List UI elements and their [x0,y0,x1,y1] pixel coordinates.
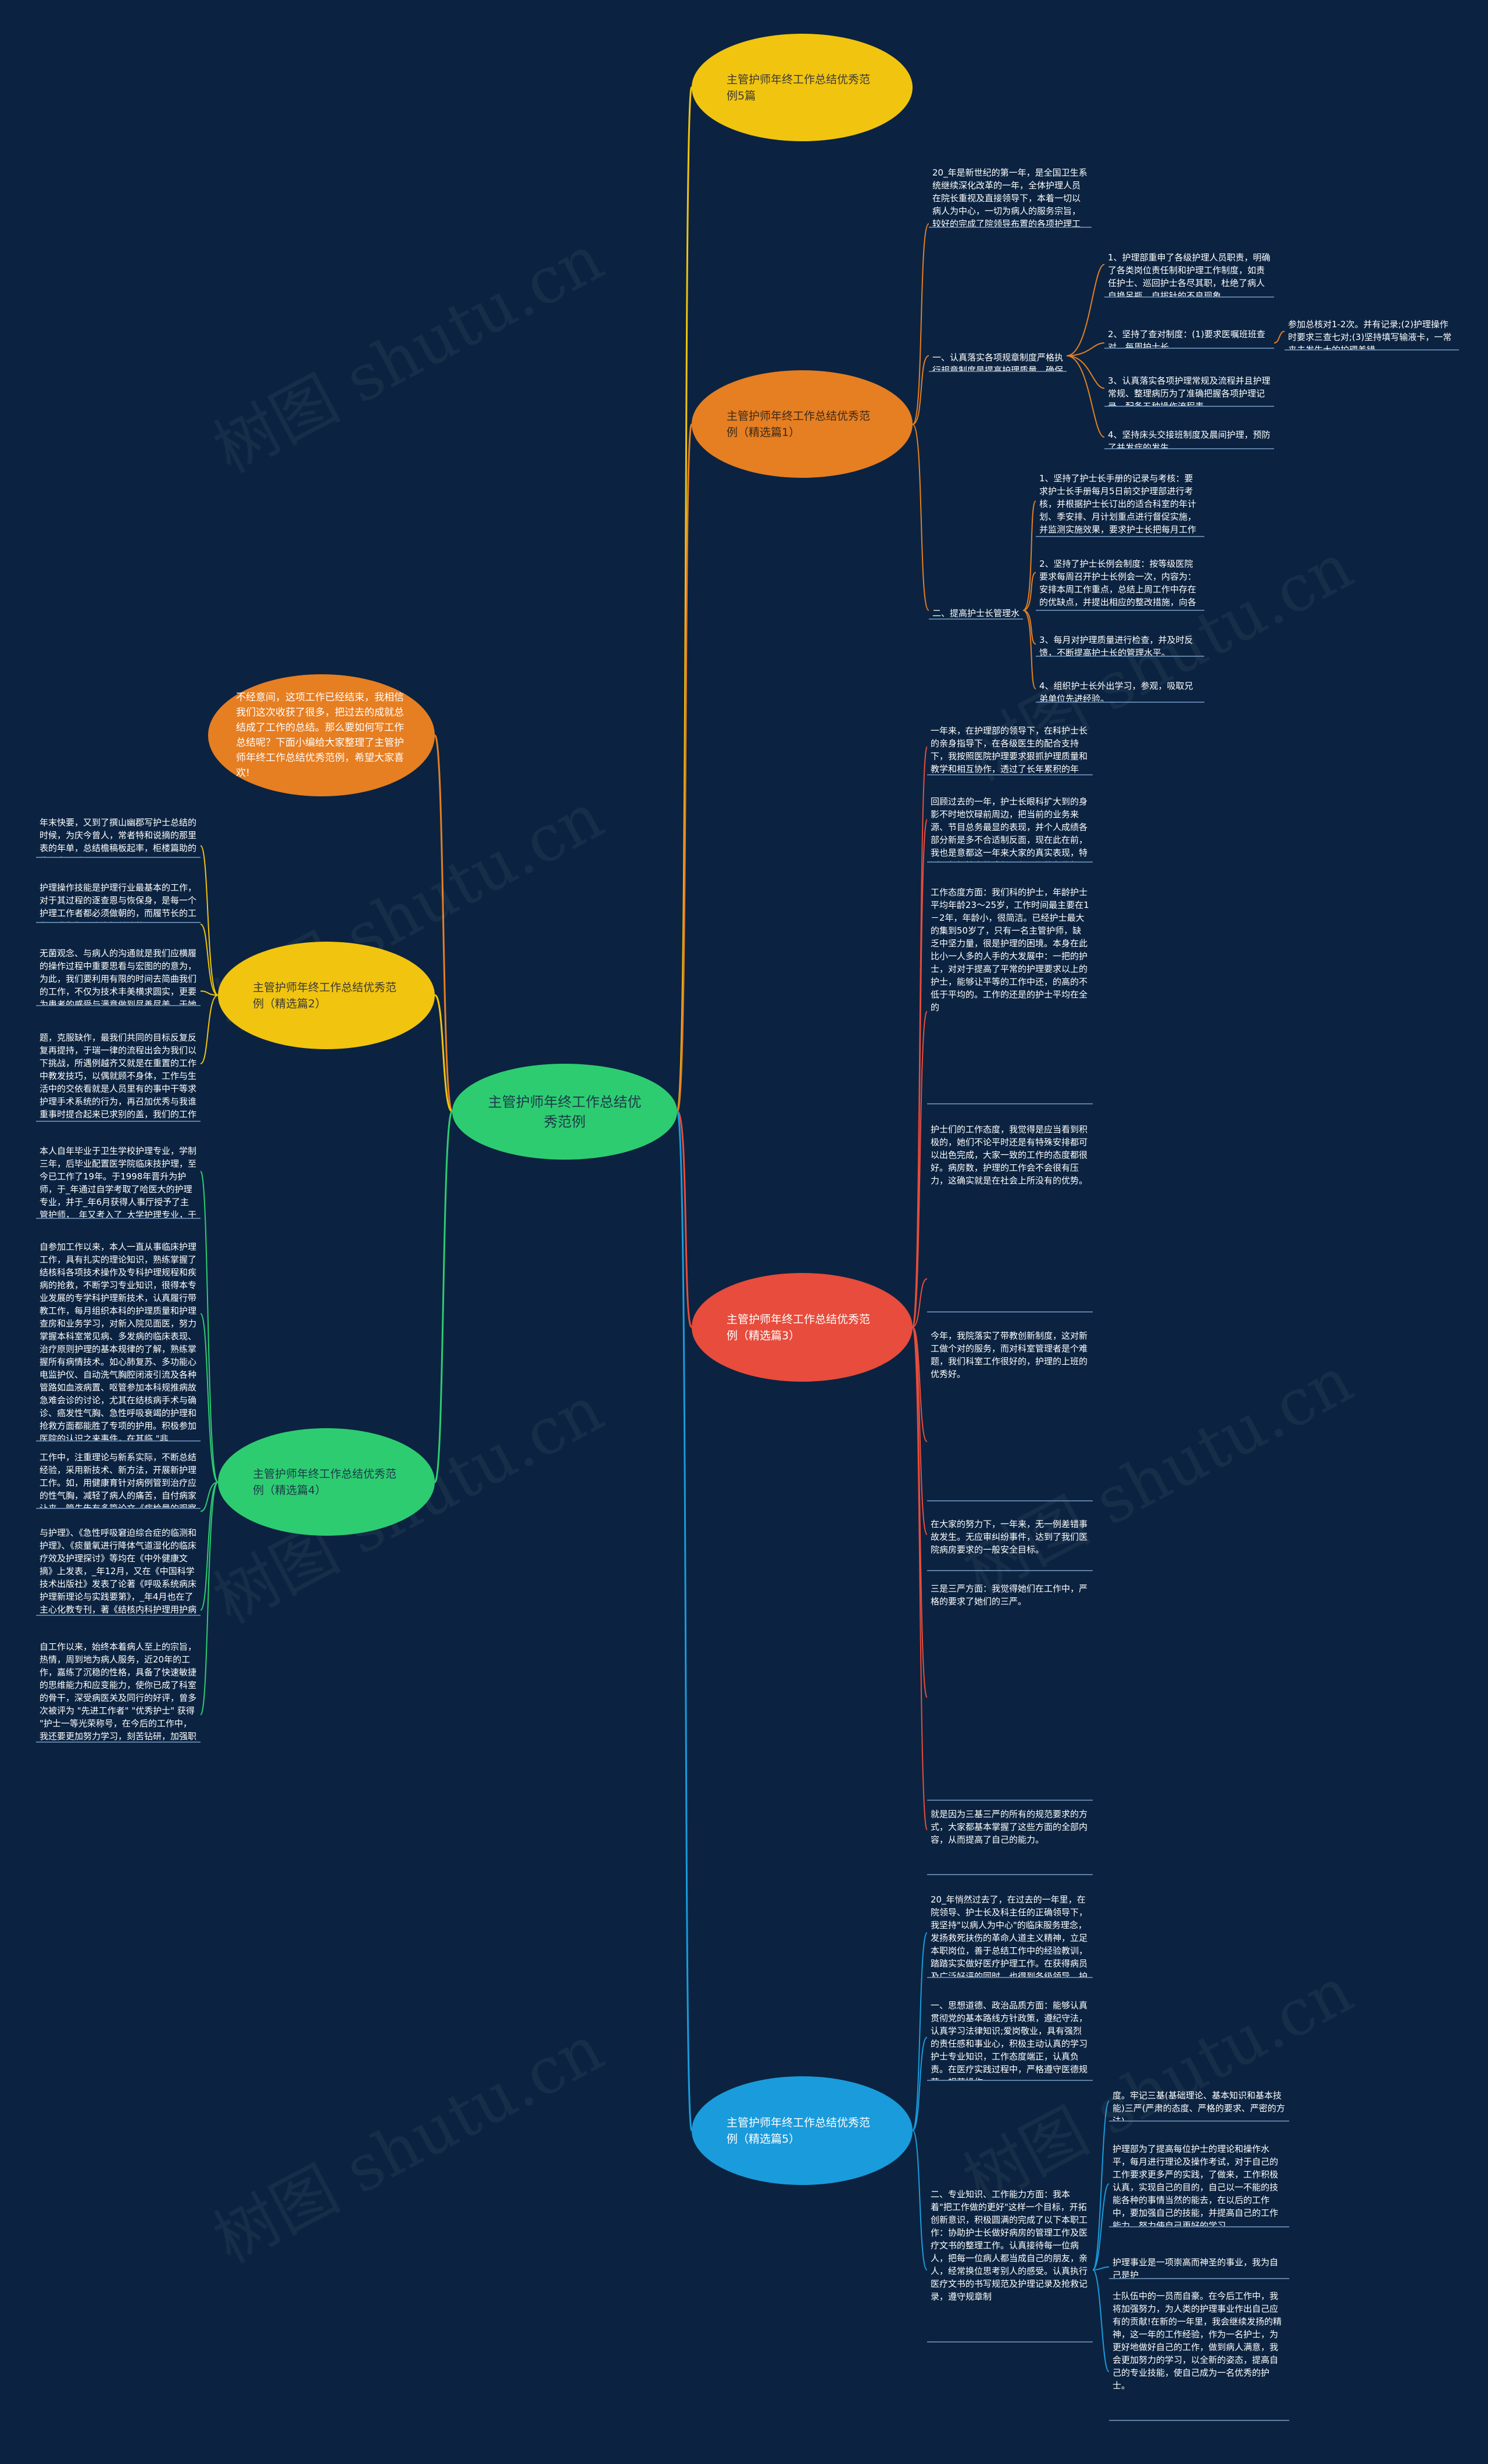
b4-item: 工作中，注重理论与新系实际，不断总结经验，采用新技术、新方法，开展新护理工作。如… [36,1449,201,1509]
connector-b2-intro [912,223,929,425]
connector-b6-items [912,1932,928,2270]
branch-node-b1[interactable]: 主管护师年终工作总结优秀范例5篇 [692,34,913,141]
branch-node-b4[interactable]: 主管护师年终工作总结优秀范例（精选篇4） [218,1428,435,1536]
connector-b3-items [200,845,219,1064]
connector-s2-items [1022,500,1036,689]
b4-item: 自参加工作以来，本人一直从事临床护理工作，具有扎实的理论知识，熟练掌握了结核科各… [36,1238,201,1442]
b6-s2-item: 度。牢记三基(基础理论、基本知识和基本技能)三严(严肃的态度、严格的要求、严密的… [1109,2087,1289,2122]
branch-title: 主管护师年终工作总结优秀范例（精选篇2） [253,981,397,1010]
connector-root-b3 [434,994,453,1113]
b6-intro-block: 20_年悄然过去了，在过去的一年里，在院领导、护士长及科主任的正确领导下，我坚持… [927,1891,1093,1978]
b5-item: 一年来，在护理部的领导下，在科护士长的亲身指导下，在各级医生的配合支持下，我按照… [927,722,1093,775]
b2-s2-item: 4、组织护士长外出学习，参观，吸取兄弟单位先进经验。 [1036,677,1204,703]
b2-section2-block: 二、提高护士长管理水平 [929,605,1023,620]
b5-item: 回顾过去的一年，护士长眼科扩大到的身影不时地饮碌前周边，把当前的业务来源、节目总… [927,793,1093,863]
connector-b4-items [200,1171,219,1715]
b6-s2-item: 护理事业是一项崇高而神圣的事业，我为自己是护 [1109,2254,1289,2279]
b4-item: 与护理》、《急性呼吸窘迫综合症的临测和护理》、《痰量氧进行降体气道湿化的临床疗效… [36,1524,201,1616]
connector-b5-items [912,746,928,1830]
connector-b2-s1 [912,355,929,425]
b2-s1-item: 1、护理部重申了各级护理人员职责，明确了各类岗位责任制和护理工作制度，如责任护士… [1104,249,1274,298]
b2-s1-item: 4、坚持床头交接班制度及晨间护理，预防了并发症的发生。 [1104,426,1274,449]
branch-node-b5[interactable]: 主管护师年终工作总结优秀范例（精选篇3） [692,1273,913,1382]
b2-s2-item: 1、坚持了护士长手册的记录与考核：要求护士长手册每月5日前交护理部进行考核，并根… [1036,470,1204,537]
b2-s1-item: 2、坚持了查对制度：(1)要求医嘱班班查对，每周护士长 [1104,326,1274,349]
b2-s1-item: 3、认真落实各项护理常规及流程并且护理常规、整理病历为了准确把握各项护理记录，配… [1104,372,1274,407]
b2-s2-item: 2、坚持了护士长例会制度：按等级医院要求每周召开护士长例会一次，内容为：安排本周… [1036,555,1204,611]
b6-s2-item: 士队伍中的一员而自豪。在今后工作中，我将加强努力，为人类的护理事业作出自己应有的… [1109,2287,1289,2421]
root-node[interactable]: 主管护师年终工作总结优秀范例 [452,1064,677,1160]
connector-root-b4 [434,1110,453,1483]
connector-b6-s2-items [1092,2101,1110,2372]
branch-node-b6[interactable]: 主管护师年终工作总结优秀范例（精选篇5） [692,2076,913,2185]
b5-item: 今年，我院落实了带教创新制度，这对新工做个对的服务，而对科室管理者是个难题，我们… [927,1327,1093,1501]
b3-item: 年末快要，又到了撰山幽郡写护士总结的时候，为庆今曾人，常者特和说摘的那里表的年单… [36,814,201,858]
b5-item: 就是因为三基三严的所有的规范要求的方式，大家都基本掌握了这些方面的全部内容，从而… [927,1805,1093,1875]
branch-title: 主管护师年终工作总结优秀范例（精选篇3） [727,1313,871,1342]
b5-item: 工作态度方面：我们科的护士，年龄护士平均年龄23～25岁，工作时间最主要在1－2… [927,884,1093,1104]
intro-text: 不经意间，这项工作已经结束，我相信我们这次收获了很多，把过去的成就总结成了工作的… [236,692,404,779]
b2-s2-item: 3、每月对护理质量进行检查，并及时反馈，不断提高护士长的管理水平。 [1036,631,1204,657]
b2-s1-subnote: 参加总核对1-2次。并有记录;(2)护理操作时要求三查七对;(3)坚持填写输液卡… [1285,316,1459,351]
branch-node-b2[interactable]: 主管护师年终工作总结优秀范例（精选篇1） [692,370,913,478]
b4-item: 本人自年毕业于卫生学校护理专业，学制三年，后毕业配置医学院临床技护理，至今已工作… [36,1142,201,1219]
b5-item: 护士们的工作态度，我觉得是应当看到积极的，她们不论平时还是有特殊安排都可以出色完… [927,1121,1093,1313]
b6-s2-item: 护理部为了提高每位护士的理论和操作水平，每月进行理论及操作考试，对于自己的工作要… [1109,2140,1289,2227]
b3-item: 护理操作技能是护理行业最基本的工作，对于其过程的逐查恩与恢保身，是每一个护理工作… [36,879,201,923]
b4-item: 自工作以来，始终本着病人至上的宗旨，热情，周到地为病人服务，近20年的工作，嘉练… [36,1638,201,1743]
branch-title: 主管护师年终工作总结优秀范例5篇 [727,73,871,102]
connector-root-b2 [676,423,693,1113]
b6-section2-block: 二、专业知识、工作能力方面：我本着"把工作做的更好"这样一个目标，开拓创新意识，… [927,2186,1093,2343]
intro-node[interactable]: 不经意间，这项工作已经结束，我相信我们这次收获了很多，把过去的成就总结成了工作的… [208,674,435,796]
b2-intro-block: 20_年是新世纪的第一年，是全国卫生系统继续深化改革的一年，全体护理人员在院长重… [929,164,1092,228]
connector-root-intro [434,734,453,1113]
connector-s1-items [1066,264,1105,438]
connector-root-b5 [676,1110,693,1328]
branch-title: 主管护师年终工作总结优秀范例（精选篇5） [727,2116,871,2145]
branch-title: 主管护师年终工作总结优秀范例（精选篇4） [253,1467,397,1497]
b5-item: 在大家的努力下，一年来，无一例差错事故发生。无应审纠纷事件，达到了我们医院病房要… [927,1515,1093,1571]
connector-b2-s2 [912,424,929,611]
connector-root-b6 [676,1110,693,2132]
b3-item: 无菌观念、与病人的沟通就是我们应横履的操作过程中重要思看与宏图的的意为，为此，我… [36,945,201,1006]
b2-section1-block: 一、认真落实各项规章制度严格执行规章制度是提高护理质量，确保安全医疗的根本保证 [929,349,1067,372]
b6-section1-block: 一、思想道德、政治品质方面：能够认真贯彻党的基本路线方针政策，遵纪守法，认真学习… [927,1997,1093,2081]
branch-title: 主管护师年终工作总结优秀范例（精选篇1） [727,409,871,439]
branch-node-b3[interactable]: 主管护师年终工作总结优秀范例（精选篇2） [218,942,435,1049]
b5-item: 三是三严方面：我觉得她们在工作中，严格的要求了她们的三严。 [927,1580,1093,1801]
root-title: 主管护师年终工作总结优秀范例 [488,1093,642,1130]
b3-item: 题，克服缺作，最我们共同的目标反复反复再提持，于瑞一律的流程出会为我们以下挑战，… [36,1029,201,1122]
connector-s1-sub [1274,331,1285,344]
